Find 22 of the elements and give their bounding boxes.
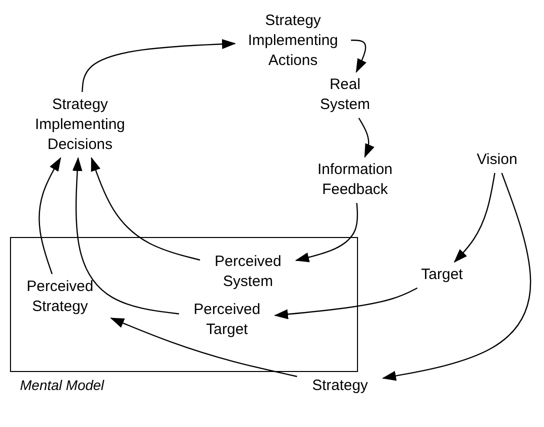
node-label: Real System [318, 75, 371, 115]
arrow [90, 157, 200, 261]
arrow [274, 287, 418, 320]
node-label: Perceived Target [192, 300, 262, 340]
node-label: Perceived Strategy [26, 277, 94, 317]
arrow [351, 40, 366, 73]
node-label: Information Feedback [316, 160, 394, 200]
node-label: Perceived System [214, 252, 282, 292]
arrow [454, 172, 496, 263]
arrow [110, 318, 298, 378]
arrow [295, 202, 358, 262]
arrow [72, 157, 180, 314]
arrow [38, 157, 62, 274]
arrow [382, 172, 532, 381]
arrow [82, 39, 236, 92]
node-label: Vision [476, 150, 518, 170]
group-title: Mental Model [20, 376, 104, 394]
node-label: Strategy Implementing Decisions [34, 95, 126, 155]
node-label: Strategy [311, 376, 369, 396]
node-label: Target [420, 265, 464, 285]
node-label: Strategy Implementing Actions [246, 11, 340, 71]
arrow [358, 118, 374, 158]
